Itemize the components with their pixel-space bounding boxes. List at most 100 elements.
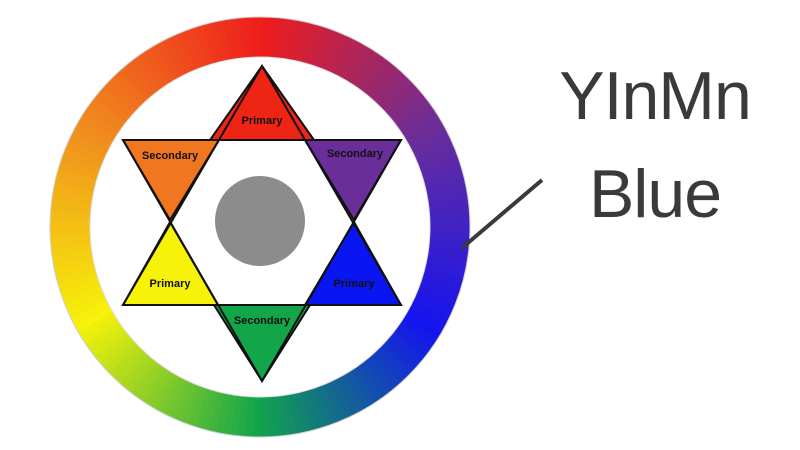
- star-triangle-down-outline: [121, 139, 403, 384]
- ring-segment: [108, 74, 144, 109]
- ring-segment: [140, 366, 170, 406]
- ring-segment: [167, 34, 193, 75]
- ring-segment: [410, 128, 450, 155]
- ring-segment: [123, 356, 156, 393]
- ring-segment: [353, 364, 384, 403]
- ring-segment: [412, 296, 452, 322]
- ring-segment: [148, 44, 177, 83]
- ring-segment: [378, 75, 413, 111]
- ring-segment: [295, 21, 313, 63]
- ring-segment: [146, 370, 175, 409]
- ring-segment: [58, 160, 99, 181]
- ring-segment: [73, 305, 113, 332]
- ring-segment: [200, 389, 219, 431]
- ring-segment: [327, 379, 353, 420]
- ring-segment: [85, 101, 124, 132]
- ring-segment: [345, 45, 374, 84]
- ring-segment: [70, 299, 110, 326]
- ring-segment: [412, 134, 453, 160]
- ring-segment: [424, 262, 466, 280]
- ring-segment: [119, 64, 153, 101]
- ring-segment: [117, 352, 151, 388]
- ring-segment: [90, 95, 128, 128]
- ring-segment: [112, 348, 147, 384]
- ring-segment: [136, 51, 167, 90]
- ring-segment: [348, 367, 378, 407]
- ring-segment: [193, 388, 214, 429]
- ring-segment: [99, 84, 135, 118]
- ring-segment: [416, 285, 458, 308]
- ring-segment: [159, 376, 186, 416]
- ring-segment: [179, 383, 202, 425]
- ring-segment: [57, 272, 99, 292]
- ring-segment: [281, 394, 297, 436]
- ring-segment: [67, 294, 108, 320]
- ring-segment: [390, 92, 427, 124]
- ring-segment: [195, 24, 215, 66]
- ring-segment: [62, 146, 104, 169]
- ring-segment: [202, 22, 221, 64]
- ring-segment: [429, 219, 470, 230]
- ring-segment: [422, 268, 464, 287]
- ring-segment: [53, 181, 95, 198]
- color-ring: [50, 17, 470, 437]
- ring-segment: [389, 331, 426, 364]
- ring-segment: [426, 183, 468, 200]
- ring-segment: [400, 109, 440, 139]
- ring-segment: [393, 97, 432, 129]
- ring-segment: [142, 47, 172, 87]
- headline-blue: Blue: [588, 156, 722, 232]
- ring-segment: [421, 273, 462, 294]
- ring-segment: [425, 256, 467, 273]
- ring-segment: [382, 81, 418, 115]
- ring-segment: [52, 254, 94, 271]
- ring-segment: [165, 379, 191, 419]
- ring-segment: [367, 353, 401, 390]
- ring-segment: [103, 79, 139, 114]
- ring-segment: [392, 326, 430, 359]
- ring-segment: [372, 349, 406, 385]
- ring-segment: [397, 103, 436, 134]
- ring-segment: [399, 317, 439, 347]
- ring-segment: [216, 19, 233, 61]
- ring-segment: [59, 277, 101, 299]
- ring-segment: [64, 289, 105, 313]
- ring-segment: [417, 148, 459, 171]
- ring-segment: [339, 41, 367, 81]
- ring-segment: [84, 320, 123, 351]
- ring-outer-edge: [49, 16, 471, 438]
- ring-segment: [338, 374, 365, 414]
- ring-segment: [188, 26, 210, 68]
- ring-segment: [299, 390, 318, 432]
- ring-segment: [312, 27, 334, 68]
- ring-segment: [318, 29, 341, 71]
- ring-segment: [414, 290, 455, 315]
- ring-segment: [71, 126, 111, 153]
- ring-segment: [88, 325, 127, 357]
- ring-segment: [68, 132, 108, 158]
- ring-segment: [93, 330, 130, 362]
- label-lower-left: Primary: [150, 278, 192, 290]
- label-top: Primary: [242, 115, 284, 127]
- ring-segment: [172, 381, 197, 422]
- ring-segment: [54, 260, 96, 278]
- ring-segment: [424, 176, 466, 194]
- ring-segment: [153, 373, 181, 413]
- ring-segment: [407, 122, 447, 149]
- ring-segment: [125, 60, 157, 97]
- ring-segment: [80, 315, 120, 345]
- ring-segment: [323, 32, 348, 73]
- label-lower-right: Primary: [334, 278, 376, 290]
- ring-segment: [396, 322, 435, 353]
- ring-segment: [359, 57, 392, 95]
- ring-segment: [419, 279, 460, 301]
- ring-segment: [161, 37, 188, 77]
- ring-segment: [155, 40, 182, 80]
- ring-segment: [209, 21, 227, 63]
- ring-segment: [94, 90, 131, 123]
- ring-segment: [223, 18, 239, 60]
- ring-segment: [305, 388, 325, 430]
- ring-segment: [207, 391, 225, 433]
- ring-segment: [334, 38, 361, 78]
- ring-segment: [134, 363, 165, 402]
